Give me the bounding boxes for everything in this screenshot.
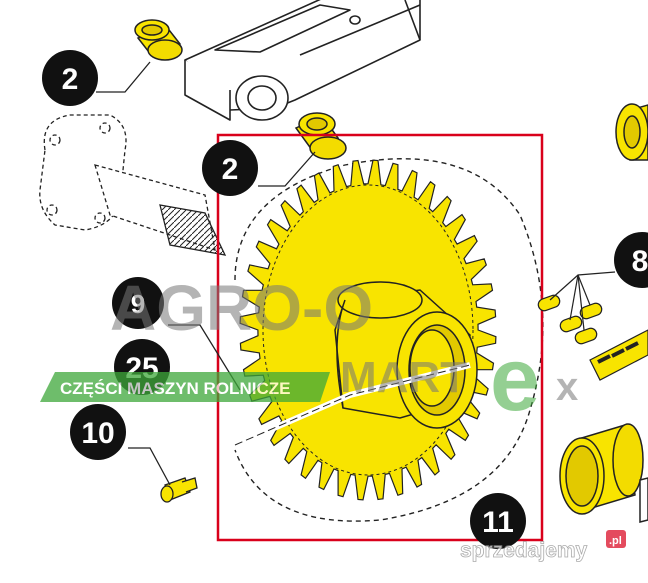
callout-11-label: 11 [482, 506, 514, 539]
site-watermark-text: sprzedajemy [460, 539, 588, 562]
callout-2-middle: 2 [202, 140, 258, 196]
flange-hub [39, 114, 227, 256]
callout-10-label: 10 [81, 417, 114, 450]
watermark-tagline: CZĘŚCI MASZYN ROLNICZE [40, 372, 330, 402]
callout-9: 9 [112, 277, 164, 329]
bearing-right-top [615, 103, 648, 161]
callout-11: 11 [470, 493, 526, 549]
callout-8-leaders [549, 271, 616, 331]
guard-outline [234, 158, 544, 522]
callout-9-label: 9 [131, 289, 145, 319]
callout-2-middle-label: 2 [222, 153, 239, 186]
watermark-brand-bottom: MART [340, 353, 467, 402]
bushing-top [134, 19, 183, 61]
sprocket-hub [233, 281, 478, 448]
watermark-tagline-text: CZĘŚCI MASZYN ROLNICZE [60, 379, 290, 398]
watermark-brand-e: e [490, 330, 540, 430]
site-watermark-suffix: .pl [609, 535, 622, 547]
grease-fitting [160, 477, 198, 503]
bearing-right-bottom [559, 423, 648, 523]
callout-2-upper: 2 [42, 50, 98, 106]
arm-bracket [184, 0, 421, 121]
callout-2-upper-label: 2 [62, 63, 79, 96]
bushing-middle [294, 112, 347, 160]
watermark: AGRO-O MART e x [110, 272, 578, 430]
site-watermark: sprzedajemy .pl [460, 530, 626, 562]
callout-8-label: 8 [632, 245, 648, 278]
highlight-box [216, 133, 544, 542]
chain-links [537, 294, 648, 381]
watermark-brand-x: x [556, 365, 578, 409]
callout-10: 10 [70, 404, 126, 460]
callout-8: 8 [614, 232, 648, 288]
leader-lines [96, 61, 316, 486]
watermark-brand-top: AGRO-O [110, 272, 373, 344]
